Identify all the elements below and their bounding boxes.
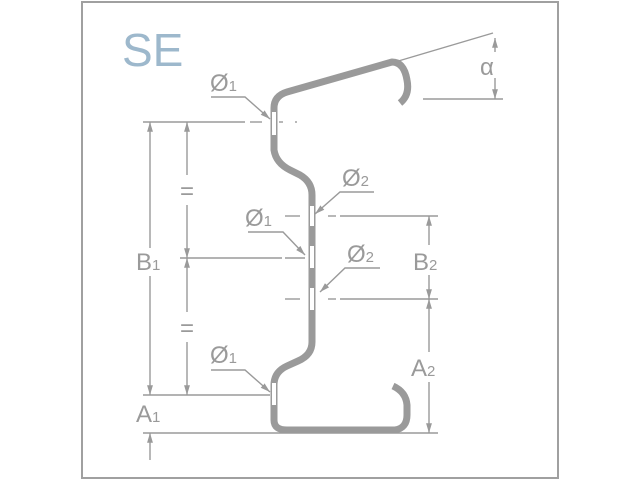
equal-upper-label: = (180, 178, 194, 205)
hole-marks (272, 112, 314, 405)
hole-1-bottom-label: Ø1 (210, 342, 237, 369)
b1-label: B1 (136, 249, 160, 276)
angle-alpha-label: α (480, 54, 494, 81)
hole-2-lower-label: Ø2 (347, 241, 374, 268)
leader-lines (211, 96, 380, 393)
profile-section (270, 58, 412, 434)
frame (81, 1, 559, 479)
a1-label: A1 (136, 401, 160, 428)
equal-lower-label: = (180, 315, 194, 342)
dimension-lines (143, 32, 503, 460)
b2-label: B2 (413, 249, 437, 276)
a2-label: A2 (411, 355, 435, 382)
hole-1-mid-label: Ø1 (245, 205, 272, 232)
profile-title: SE (122, 24, 183, 76)
hole-2-upper-label: Ø2 (342, 165, 369, 192)
hole-1-top-label: Ø1 (210, 70, 237, 97)
